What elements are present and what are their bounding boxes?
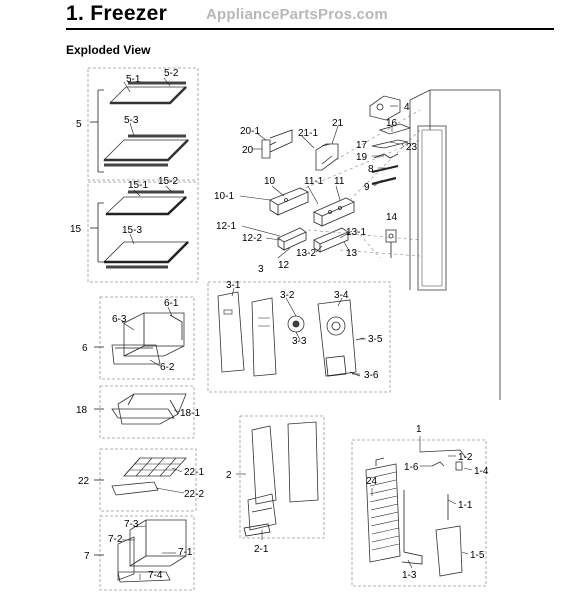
- title-underline: [66, 28, 554, 30]
- label-21-1: 21-1: [298, 128, 318, 139]
- label-18: 18: [76, 405, 88, 416]
- label-20: 20: [242, 145, 254, 156]
- label-1: 1: [416, 424, 422, 435]
- freezer-cabinet: [409, 89, 501, 400]
- label-22-1: 22-1: [184, 467, 204, 478]
- label-13: 13: [346, 248, 358, 259]
- label-1-5: 1-5: [470, 550, 485, 561]
- label-16: 16: [386, 118, 398, 129]
- label-5-2: 5-2: [164, 68, 179, 79]
- leader-lines: [121, 77, 473, 580]
- watermark: AppliancePartsPros.com: [206, 6, 388, 23]
- label-15-3: 15-3: [122, 225, 142, 236]
- label-13-1: 13-1: [346, 227, 366, 238]
- label-3-2: 3-2: [280, 290, 295, 301]
- label-21: 21: [332, 118, 344, 129]
- label-11-1: 11-1: [304, 176, 324, 187]
- label-3-6: 3-6: [364, 370, 379, 381]
- label-2: 2: [226, 470, 232, 481]
- part-group-10-11[interactable]: [269, 187, 355, 227]
- label-1-4: 1-4: [474, 466, 489, 477]
- label-3: 3: [258, 264, 264, 275]
- label-1-3: 1-3: [402, 570, 417, 581]
- part-group-20-21[interactable]: [261, 129, 339, 171]
- label-1-2: 1-2: [458, 452, 473, 463]
- label-3-5: 3-5: [368, 334, 383, 345]
- label-12: 12: [278, 260, 290, 271]
- part-14[interactable]: [385, 229, 397, 258]
- label-7-2: 7-2: [108, 534, 123, 545]
- label-7: 7: [84, 551, 90, 562]
- label-6-3: 6-3: [112, 314, 127, 325]
- part-group-18[interactable]: [94, 385, 195, 439]
- label-4: 4: [404, 102, 410, 113]
- label-17: 17: [356, 140, 368, 151]
- part-group-5[interactable]: [87, 67, 199, 181]
- label-6-1: 6-1: [164, 298, 179, 309]
- label-14: 14: [386, 212, 398, 223]
- label-3-1: 3-1: [226, 280, 241, 291]
- label-18-1: 18-1: [180, 408, 200, 419]
- label-15: 15: [70, 224, 82, 235]
- label-2-1: 2-1: [254, 544, 269, 555]
- page-header: 1. Freezer AppliancePartsPros.com Explod…: [0, 0, 587, 57]
- label-1-6: 1-6: [404, 462, 419, 473]
- label-6-2: 6-2: [160, 362, 175, 373]
- part-group-3[interactable]: [207, 281, 391, 393]
- label-3-4: 3-4: [334, 290, 349, 301]
- label-23: 23: [406, 142, 418, 153]
- label-19: 19: [356, 152, 368, 163]
- label-15-2: 15-2: [158, 176, 178, 187]
- label-12-2: 12-2: [242, 233, 262, 244]
- label-5-3: 5-3: [124, 115, 139, 126]
- label-7-1: 7-1: [178, 547, 193, 558]
- label-10: 10: [264, 176, 276, 187]
- label-24: 24: [366, 476, 378, 487]
- label-5-1: 5-1: [126, 74, 141, 85]
- section-title: Exploded View: [66, 43, 151, 57]
- label-1-1: 1-1: [458, 500, 473, 511]
- label-20-1: 20-1: [240, 126, 260, 137]
- label-8: 8: [368, 164, 374, 175]
- page-title: 1. Freezer: [66, 2, 168, 25]
- part-group-7[interactable]: [94, 515, 195, 591]
- label-7-4: 7-4: [148, 570, 163, 581]
- label-22-2: 22-2: [184, 489, 204, 500]
- label-3-3: 3-3: [292, 336, 307, 347]
- part-group-1[interactable]: [351, 439, 487, 587]
- label-10-1: 10-1: [214, 191, 234, 202]
- connector-lines: [299, 109, 421, 259]
- label-15-1: 15-1: [128, 180, 148, 191]
- label-11: 11: [334, 176, 345, 187]
- label-22: 22: [78, 476, 90, 487]
- label-9: 9: [364, 182, 370, 193]
- part-group-15[interactable]: [87, 181, 199, 283]
- label-5: 5: [76, 119, 82, 130]
- label-7-3: 7-3: [124, 519, 139, 530]
- part-group-2[interactable]: [239, 415, 325, 539]
- label-12-1: 12-1: [216, 221, 236, 232]
- part-group-6[interactable]: [94, 296, 195, 380]
- label-6: 6: [82, 343, 88, 354]
- part-group-22[interactable]: [94, 448, 197, 512]
- label-13-2: 13-2: [296, 248, 316, 259]
